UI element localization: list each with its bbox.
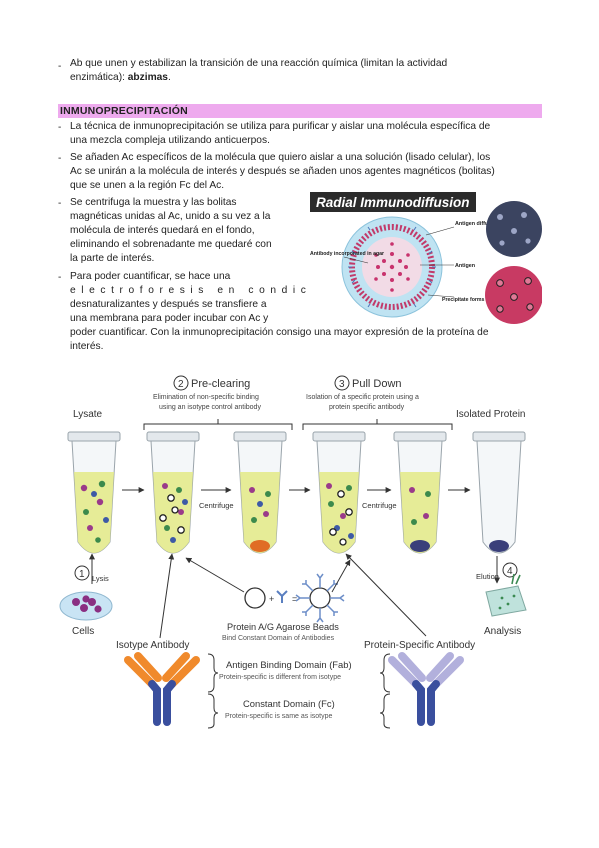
radial-title-bar [310,192,476,212]
step-1-number: 1 [79,569,85,580]
protein-specific-antibody-illustration [388,652,464,726]
b2-line-3: que se unen a la región Fc del Ac. [70,180,225,191]
label-precipitate: Precipitate forms ring [442,297,496,303]
step-3-number: 3 [339,379,345,390]
pre-clearing-bracket [143,419,293,430]
lysis-label: Lysis [92,574,109,583]
b3-line-5: la parte de interés. [70,253,155,264]
fab-subtitle: Protein-specific is different from isoty… [219,674,341,681]
b3-line-2: magnéticas unidas al Ac, unido a su vez … [70,211,271,222]
label-antigen-diffusion: Antigen diffusion [455,221,499,227]
cells-label: Cells [72,626,94,637]
beads-subtitle: Bind Constant Domain of Antibodies [222,635,335,642]
fc-subtitle: Protein-specific is same as isotype [225,713,332,720]
section-heading-highlight [58,104,542,118]
radial-title: Radial Immunodiffusion [316,195,470,210]
protein-specific-antibody-label: Protein-Specific Antibody [364,640,475,651]
step-4-circle [502,562,518,578]
antigen-dots [374,242,410,292]
isolated-protein-label: Isolated Protein [456,409,526,420]
step-2-desc-2: using an isotype control antibody [159,404,261,411]
step-2-desc-1: Elimination of non-specific binding [153,394,259,401]
label-antibody: Antibody incorporated in agar [310,251,384,257]
bullet-dash: - [58,198,62,209]
analysis-gel [485,573,527,617]
period: . [167,72,171,83]
step-1-circle [74,565,90,581]
bead-icon [244,587,266,609]
tube-isolated [472,431,526,554]
fab-title: Antigen Binding Domain (Fab) [226,659,352,670]
label-antigen: Antigen [455,263,475,269]
intro-line-2: enzimática): abzimas. [70,71,171,85]
abzimas-term: abzimas [127,72,168,83]
intro-line-1: Ab que unen y estabilizan la transición … [70,58,448,69]
elution-label: Elution [476,572,499,581]
isotype-antibody-label: Isotype Antibody [116,640,189,651]
b4-line-2: electroforesis en condiciones [70,285,364,296]
bullet-dash: - [58,122,62,133]
tube-preclear-beads [146,431,200,554]
b4-line-6: interés. [70,341,104,352]
bead-antibody-complex-icon [295,573,345,623]
lysate-label: Lysate [73,409,103,420]
section-heading: INMUNOPRECIPITACIÓN [60,105,188,117]
tube-pulldown-pellet [393,431,447,554]
b1-line-2: una mezcla compleja utilizando anticuerp… [70,135,270,146]
bullet-dash: - [58,61,62,72]
step-4-number: 4 [507,566,513,577]
step-3-title: Pull Down [352,378,402,390]
step-2-title: Pre-clearing [191,378,250,390]
blue-pellet [410,540,430,552]
b2-line-2: Ac se unirán a la molécula de interés y … [70,166,495,177]
pink-well-spots [496,277,534,313]
bullet-dash: - [58,153,62,164]
radial-immunodiffusion-figure: Radial Immunodiffusion Antigen diffusion… [308,191,542,327]
step-2-circle [173,375,189,391]
step-3-circle [334,375,350,391]
analysis-label: Analysis [484,626,521,637]
b4-line-3: desnaturalizantes y después se transfier… [70,299,267,310]
step-2-number: 2 [178,379,184,390]
bullet-dash: - [58,272,62,283]
leader-lines [343,226,455,298]
b4-line-4: una membrana para poder incubar con Ac y [70,313,269,324]
beads-title: Protein A/G Agarose Beads [227,622,339,632]
bead-arrows [185,557,351,593]
isotype-antibody-illustration [124,652,200,726]
intro-line-2-prefix: enzimática): [70,72,125,83]
blue-well-spots [497,212,531,246]
b3-line-1: Se centrifuga la muestra y las bolitas [70,197,237,208]
tube-lysate [67,431,121,554]
equals-sign: = [292,594,297,604]
step-3-desc-2: protein specific antibody [329,404,405,411]
b3-line-3: molécula de interés quedará en el fondo, [70,225,255,236]
cells-dish [59,591,113,621]
tube-preclear-pellet [233,431,287,554]
b4-line-1: Para poder cuantificar, se hace una [70,271,231,282]
centrifuge-label-2: Centrifuge [362,501,397,510]
step-3-desc-1: Isolation of a specific protein using a [306,394,419,401]
b2-line-1: Se añaden Ac específicos de la molécula … [70,152,491,163]
fc-title: Constant Domain (Fc) [243,698,335,709]
domain-braces [207,653,391,729]
b4-line-5: poder cuantificar. Con la inmunoprecipit… [70,327,489,338]
pull-down-bracket [302,419,453,430]
antibody-marks [348,226,436,308]
b3-line-4: eliminando el sobrenadante me quedaré co… [70,239,272,250]
b1-line-1: La técnica de inmunoprecipitación se uti… [70,121,491,132]
orange-pellet [250,540,270,552]
immunoprecipitation-diagram: 2 Pre-clearing Elimination of non-specif… [59,375,527,729]
tube-pulldown-beads [312,431,366,554]
centrifuge-label-1: Centrifuge [199,501,234,510]
antibody-arrows [159,553,427,639]
plus-sign: + [269,594,274,604]
mini-antibody-icon [276,590,288,603]
